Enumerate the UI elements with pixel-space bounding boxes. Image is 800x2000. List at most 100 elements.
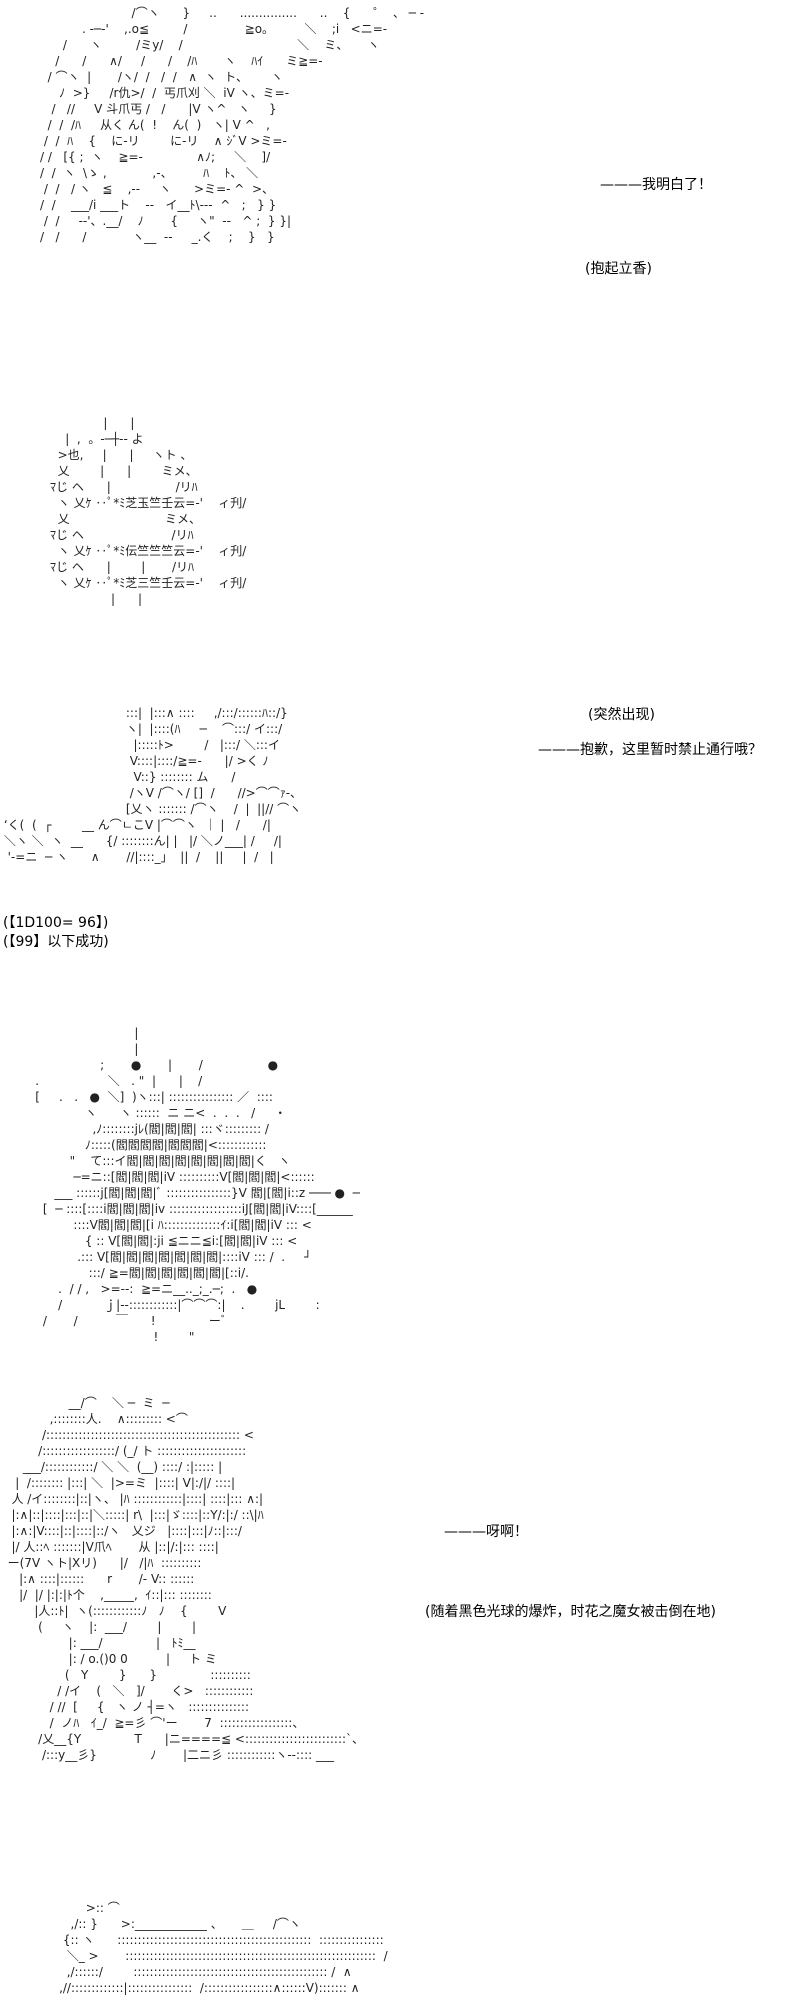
ascii-art-line: 乂 | | ミメ、 — [57, 464, 198, 478]
ascii-art-line: / / /ﾊ 从く ん( ! ん( ) ヽ| V ^ , — [47, 118, 270, 132]
ascii-art-line: / / / ヽ ≦ ,-‐ ヽ >ミ=‐ ^ >、 — [43, 182, 275, 196]
ascii-art-line: | /:::::::: |:::| ＼ |>=ミ |::::| V|:/|/ :… — [15, 1476, 236, 1490]
ascii-art-line: / ｊ|‐‐::::::::::::|⌒⌒⌒:| . jL : — [58, 1298, 320, 1312]
ascii-art-panel-1: /⌒ヽ } .. ............... .. { ゜ 、 ─ ‐ . … — [40, 5, 424, 245]
ascii-art-line: :::/ ≧=閻|閻|閻|閻|閻|閻|[::i/. — [88, 1266, 249, 1280]
ascii-art-line: V::::|::::/≧=- |/ >く ﾉ — [129, 754, 269, 768]
caption-sudden-appearance: (突然出现) — [588, 707, 655, 723]
ascii-art-line: |人::ﾄ| ヽ(::::::::::::ﾉ ﾉ { V — [34, 1604, 227, 1618]
ascii-art-line: ヽ 乂ｹ ‥ﾟ*ﾐ芝玉竺壬云=‐' ィ刋/ — [57, 496, 247, 510]
ascii-art-line: ,::::::::人. ∧::::::::: <⌒ — [49, 1412, 188, 1426]
ascii-art-line: ,//:::::::::::::|:::::::::::::::: /:::::… — [59, 1981, 360, 1995]
ascii-art-line: ( Y } } :::::::::: — [64, 1668, 251, 1682]
ascii-art-line: /:::y__彡} ﾉ |二ニ彡 ::::::::::::ヽ‐‐:::: ___ — [41, 1748, 334, 1762]
ascii-art-line: { :: V[閻|閻|:ji ≦ニニ≦i:[閻|閻|iV ::: < — [84, 1234, 298, 1248]
ascii-art-line: [乂ヽ ::::::: /⌒ヽ / | ||// ⌒ヽ — [125, 802, 302, 816]
ascii-art-line: ヽ| |::::(ﾊ ─ ⌒:::/ イ:::/ — [125, 722, 283, 736]
ascii-art-line: |:∧|::|::::|:::|::|＼:::::| r\ |:::|ゞ::::… — [11, 1508, 264, 1522]
ascii-art-line: / ⌒ヽ | /ヽ/ / / / ∧ ヽ ト、 ヽ — [47, 70, 283, 84]
ascii-art-line: /:::::::::::::::::::::::::::::::::::::::… — [41, 1428, 254, 1442]
ascii-art-line: / /イ ( ＼ ]/ く> :::::::::::: — [57, 1684, 254, 1698]
ascii-art-line: ::::V閻|閻|閻|[i ﾊ::::::::::::::ｲ:i[閻|閻|iV … — [73, 1218, 312, 1232]
ascii-art-line: / / ﾊ { に-リ に-リ ∧ ｼﾞV >ミ=‐ — [43, 134, 287, 148]
ascii-art-line: ヽ 乂ｹ ‥ﾟ*ﾐ芝三竺壬云=‐' ィ刋/ — [57, 576, 247, 590]
ascii-art-line: " て:::イ閻|閻|閻|閻|閻|閻|閻|閻|く ヽ — [69, 1154, 291, 1168]
ascii-art-line: | | — [103, 416, 135, 430]
ascii-art-line: / ノﾊ ｲ_/ ≧=彡 ⌒'ー 7 ::::::::::::::::::、 — [49, 1716, 305, 1730]
ascii-art-line: ‘く( ( ┌ __ ん⌒ㄴこV |⌒⌒ヽ ｜ | / /| — [3, 818, 271, 832]
ascii-art-line: / / ￣ ! ーﾞ — [42, 1314, 227, 1328]
ascii-art-line: ﾏじ ヘ | | /リﾊ — [50, 560, 195, 574]
ascii-art-line: . ＼ . " | | / — [35, 1074, 203, 1088]
dialogue-no-passage: ———抱歉，这里暂时禁止通行哦？ — [538, 742, 762, 758]
ascii-art-line: ﾏじ ヘ | /リﾊ — [50, 480, 198, 494]
ascii-art-line: | — [134, 1042, 139, 1056]
ascii-art-line: |: ___/ | ﾄﾐ__ — [68, 1636, 196, 1650]
dialogue-understood: ———我明白了！ — [600, 177, 712, 193]
ascii-art-line: |:::::ﾄ> / |:::/ ＼:::イ — [133, 738, 280, 752]
ascii-art-line: /乂__{Y T |ニ====≦ <::::::::::::::::::::::… — [38, 1732, 365, 1746]
ascii-art-line: / / ___/i ___ト -- イ__ﾄ\--- ^ ; } } — [40, 198, 277, 212]
ascii-art-line: 人 /イ::::::::|::|ヽ、 |ﾊ ::::::::::::|::::|… — [11, 1492, 264, 1506]
ascii-art-panel-3: :::| |:::∧ :::: ,/:::/::::::ﾊ::/} ヽ| |::… — [0, 705, 302, 865]
ascii-art-line: ; ● | / ● — [100, 1058, 279, 1072]
ascii-art-line: / / ∧/ / / /ﾊ ヽ ﾊｲ ミ≧=- — [55, 54, 323, 68]
ascii-art-line: ﾉ:::::(閻閻閻閻|閻閻閻|<:::::::::::: — [84, 1138, 267, 1152]
ascii-art-line: / / -‐'、.__/ ﾉ { ヽ" ‐- ^ ; } }| — [43, 214, 292, 228]
ascii-art-panel-4-explosion: | | ; ● | / ● . ＼ . " | | / [ . . ● ＼] )… — [20, 1025, 360, 1345]
ascii-art-line: '‐=ニ ─ ヽ ∧ //|::::_」 || / || | / | — [7, 850, 274, 864]
ascii-art-line: ヽ ヽ :::::: ニ ニ< . . . / ・ — [84, 1106, 287, 1120]
ascii-art-line: V::} :::::::: ム / — [133, 770, 236, 784]
ascii-art-line: :::| |:::∧ :::: ,/:::/::::::ﾊ::/} — [125, 706, 288, 720]
caption-explosion-knockdown: (随着黑色光球的爆炸，时花之魔女被击倒在地) — [425, 1604, 716, 1620]
ascii-art-line: / / ヽ \ゝ , ,-、 ﾊ ﾄ、 ＼ — [40, 166, 259, 180]
ascii-art-line: /⌒ヽ } .. ............... .. { ゜ 、 ─ ‐ — [131, 6, 425, 20]
ascii-art-line: ___ ::::::j[閻|閻|閻|ﾞ ::::::::::::::::}V 閻… — [54, 1186, 360, 1200]
ascii-art-line: ─=ニ::[閻|閻|閻|iV ::::::::::V[閻|閻|閻|<:::::: — [73, 1170, 315, 1184]
ascii-art-line: {:: ヽ ::::::::::::::::::::::::::::::::::… — [62, 1933, 384, 1947]
ascii-art-line: |:∧:|V::::|::|::::|::/ヽ 乂ジ |::::|:::|ﾉ::… — [11, 1524, 242, 1538]
ascii-art-line: ,/:: } >:____________ 、 ＿ /⌒ヽ — [70, 1917, 301, 1931]
ascii-art-line: |: / o.()0 0 | ト ミ — [68, 1652, 217, 1666]
ascii-art-line: ヽ 乂ｹ ‥ﾟ*ﾐ伝竺竺竺云=‐' ィ刋/ — [57, 544, 247, 558]
ascii-art-line: [ ─ ::::[::::i閻|閻|閻|iv :::::::::::::::::… — [42, 1202, 353, 1216]
ascii-art-line: ﾉ >} /r仇>/ / 丐爪刈 ＼ iV ヽ、ミ=‐ — [59, 86, 290, 100]
dice-success-threshold: (【99】以下成功) — [3, 934, 109, 950]
ascii-art-line: / / [{ ; ヽ ≧=- ∧ﾉ; ＼ ]/ — [40, 150, 271, 164]
ascii-art-line: .::: V[閻|閻|閻|閻|閻|閻|閻|::::iV ::: / . ┘ — [77, 1250, 312, 1264]
ascii-art-line: [ . . ● ＼] )ヽ:::| :::::::::::::::: ／ :::… — [35, 1090, 273, 1104]
ascii-art-line: /::::::::::::::::::/ (_/ ト :::::::::::::… — [38, 1444, 247, 1458]
ascii-art-panel-2: | | | , 。-─┼-- よ >也, | | ヽト 、 乂 | | ミメ、 … — [50, 415, 246, 607]
ascii-art-line: |:∧ ::::|:::::: r /‐ V:: :::::: — [19, 1572, 195, 1586]
ascii-art-line: ___/::::::::::::/ ＼ ＼ (__) ::::/ :|:::::… — [22, 1460, 223, 1474]
ascii-art-line: |/ |/ |:|:|ﾄ个 ,_____, ｲ::|::: :::::::: — [19, 1588, 212, 1602]
ascii-art-panel-6: >:: ⌒ ,/:: } >:____________ 、 ＿ /⌒ヽ {:: … — [40, 1900, 388, 1996]
ascii-art-line: / // [ { ヽ ノ ┤=ヽ ::::::::::::::: — [49, 1700, 249, 1714]
ascii-art-line: __/⌒ ＼ ─ ミ ─ — [68, 1396, 170, 1410]
ascii-art-line: >:: ⌒ — [85, 1901, 120, 1915]
ascii-art-line: ,ﾉ::::::::jﾚ(閻|閻|閻| :::ヾ::::::::: / — [92, 1122, 269, 1136]
ascii-art-line: / // V 斗爪丐 / / |V ヽ^ ヽ } — [51, 102, 277, 116]
ascii-art-line: ! " — [153, 1330, 195, 1344]
dialogue-scream: ———呀啊！ — [444, 1524, 528, 1540]
ascii-art-line: / ヽ /ミy/ / ＼ ミ、 ヽ — [62, 38, 380, 52]
ascii-art-line: | — [134, 1026, 139, 1040]
dice-roll-result: (【1D100= 96】) — [3, 915, 109, 931]
ascii-art-line: >也, | | ヽト 、 — [57, 448, 193, 462]
ascii-art-panel-5-witch: __/⌒ ＼ ─ ミ ─ ,::::::::人. ∧::::::::: <⌒ /… — [0, 1395, 364, 1763]
ascii-art-line: /ヽV /⌒ヽ/ [] / //>⌒⌒ｧ-、 — [129, 786, 303, 800]
ascii-art-line: ,/::::::/ ::::::::::::::::::::::::::::::… — [66, 1965, 352, 1979]
ascii-art-line: | , 。-─┼-- よ — [65, 432, 144, 446]
ascii-art-line: ﾏじ ヘ /リﾊ — [50, 528, 194, 542]
caption-lift-ritsuka: (抱起立香) — [585, 261, 652, 277]
ascii-art-line: |/ 人::ﾍ :::::::|V爪ﾍ 从 |::|/:|::: ::::| — [11, 1540, 219, 1554]
ascii-art-line: 乂 ミメ、 — [57, 512, 201, 526]
ascii-art-line: ー(7V ヽト|Xリ) |/ /|ﾊ :::::::::: — [7, 1556, 202, 1570]
ascii-art-line: | | — [111, 592, 143, 606]
ascii-art-line: ＼ヽ ＼ ヽ __ {/ ::::::::ん| | |/ ＼ノ___| / /| — [3, 834, 282, 848]
ascii-art-line: / / / ヽ__ -- _.く ; } } — [40, 230, 275, 244]
ascii-art-line: ( ヽ |: ___/ | | — [38, 1620, 197, 1634]
ascii-art-line: . / / , >=--: ≧=ニ__.._;_.─; . ● — [58, 1282, 258, 1296]
ascii-art-line: ＼_ > :::::::::::::::::::::::::::::::::::… — [66, 1949, 388, 1963]
ascii-art-line: . -─‐' ,.o≦ / ≧o。 ＼ ;i <ニ=‐ — [81, 22, 388, 36]
